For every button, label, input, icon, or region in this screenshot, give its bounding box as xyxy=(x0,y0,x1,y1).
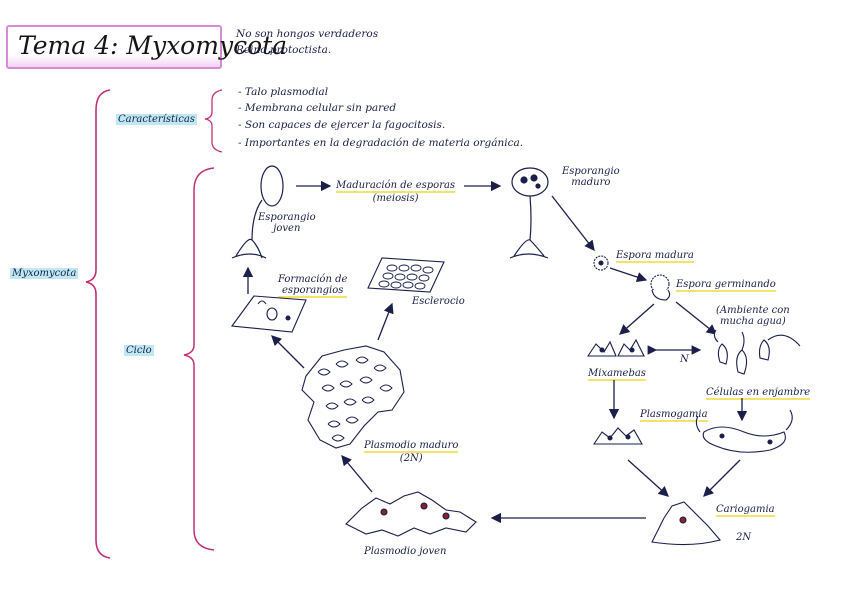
arrow-maduro-espora xyxy=(551,195,595,252)
label-ambiente: (Ambiente con mucha agua) xyxy=(716,305,790,327)
label-plasmodio-joven: Plasmodio joven xyxy=(364,546,447,557)
label-plasmogamia: Plasmogamia xyxy=(640,409,708,422)
caract-item-3: - Son capaces de ejercer la fagocitosis. xyxy=(238,119,446,131)
cariogamia-drawing xyxy=(651,501,721,546)
label-maduracion: Maduración de esporas (meiosis) xyxy=(336,180,456,204)
caract-item-4: - Importantes en la degradación de mater… xyxy=(238,137,524,149)
label-esporangio-maduro: Esporangio maduro xyxy=(562,166,620,188)
plasmogamia-mixamebas-drawing xyxy=(592,427,643,445)
ciclo-label: Ciclo xyxy=(124,345,154,356)
title-frame xyxy=(6,25,222,69)
arrow-espora-germinando xyxy=(609,267,648,283)
label-2n: 2N xyxy=(736,532,752,543)
arrow-plasmo-cario-right xyxy=(703,459,741,497)
plasmogamia-celulas-drawing xyxy=(695,409,793,453)
label-espora-germinando: Espora germinando xyxy=(676,279,776,292)
label-n: N xyxy=(680,354,689,365)
arrow-joven-maduro xyxy=(341,455,373,493)
page-title: Tema 4: Myxomycota xyxy=(18,31,288,60)
caract-brace xyxy=(204,89,223,153)
celulas-enjambre-drawing xyxy=(713,329,801,375)
arrow-plasmo-cario-left xyxy=(627,459,669,497)
plasmodio-maduro-drawing xyxy=(301,345,405,449)
header-note-1: No son hongos verdaderos xyxy=(236,28,379,40)
ciclo-brace xyxy=(183,167,215,551)
label-celulas: Células en enjambre xyxy=(706,387,811,400)
caract-item-2: - Membrana celular sin pared xyxy=(238,102,397,114)
plasmodio-joven-drawing xyxy=(345,491,477,537)
formacion-esporangios-drawing xyxy=(230,295,307,333)
caract-item-1: - Talo plasmodial xyxy=(238,86,329,98)
label-plasmodio-maduro: Plasmodio maduro (2N) xyxy=(364,440,459,464)
arrow-maduro-formacion xyxy=(271,335,305,369)
arrow-germ-celulas xyxy=(675,301,718,335)
label-esclerocio: Esclerocio xyxy=(412,296,465,307)
main-brace xyxy=(85,89,111,559)
myxomycota-label: Myxomycota xyxy=(10,268,79,279)
label-esporangio-joven: Esporangio joven xyxy=(258,212,316,234)
label-mixamebas: Mixamebas xyxy=(588,368,646,381)
header-note-2: Reino protoctista. xyxy=(236,44,332,56)
arrow-maduro-esclerocio xyxy=(377,302,394,341)
esporangio-joven-drawing xyxy=(231,165,284,259)
espora-germinando-drawing xyxy=(650,274,671,301)
arrow-germ-mixamebas xyxy=(619,303,655,335)
esclerocio-drawing xyxy=(367,257,445,293)
label-cariogamia: Cariogamia xyxy=(716,504,775,517)
label-formacion: Formación de esporangios xyxy=(278,274,348,298)
esporangio-maduro-drawing xyxy=(509,167,549,259)
mixamebas-drawing xyxy=(586,338,645,357)
espora-madura-drawing xyxy=(593,255,609,271)
label-espora-madura: Espora madura xyxy=(616,250,694,263)
caracteristicas-label: Características xyxy=(116,114,197,125)
